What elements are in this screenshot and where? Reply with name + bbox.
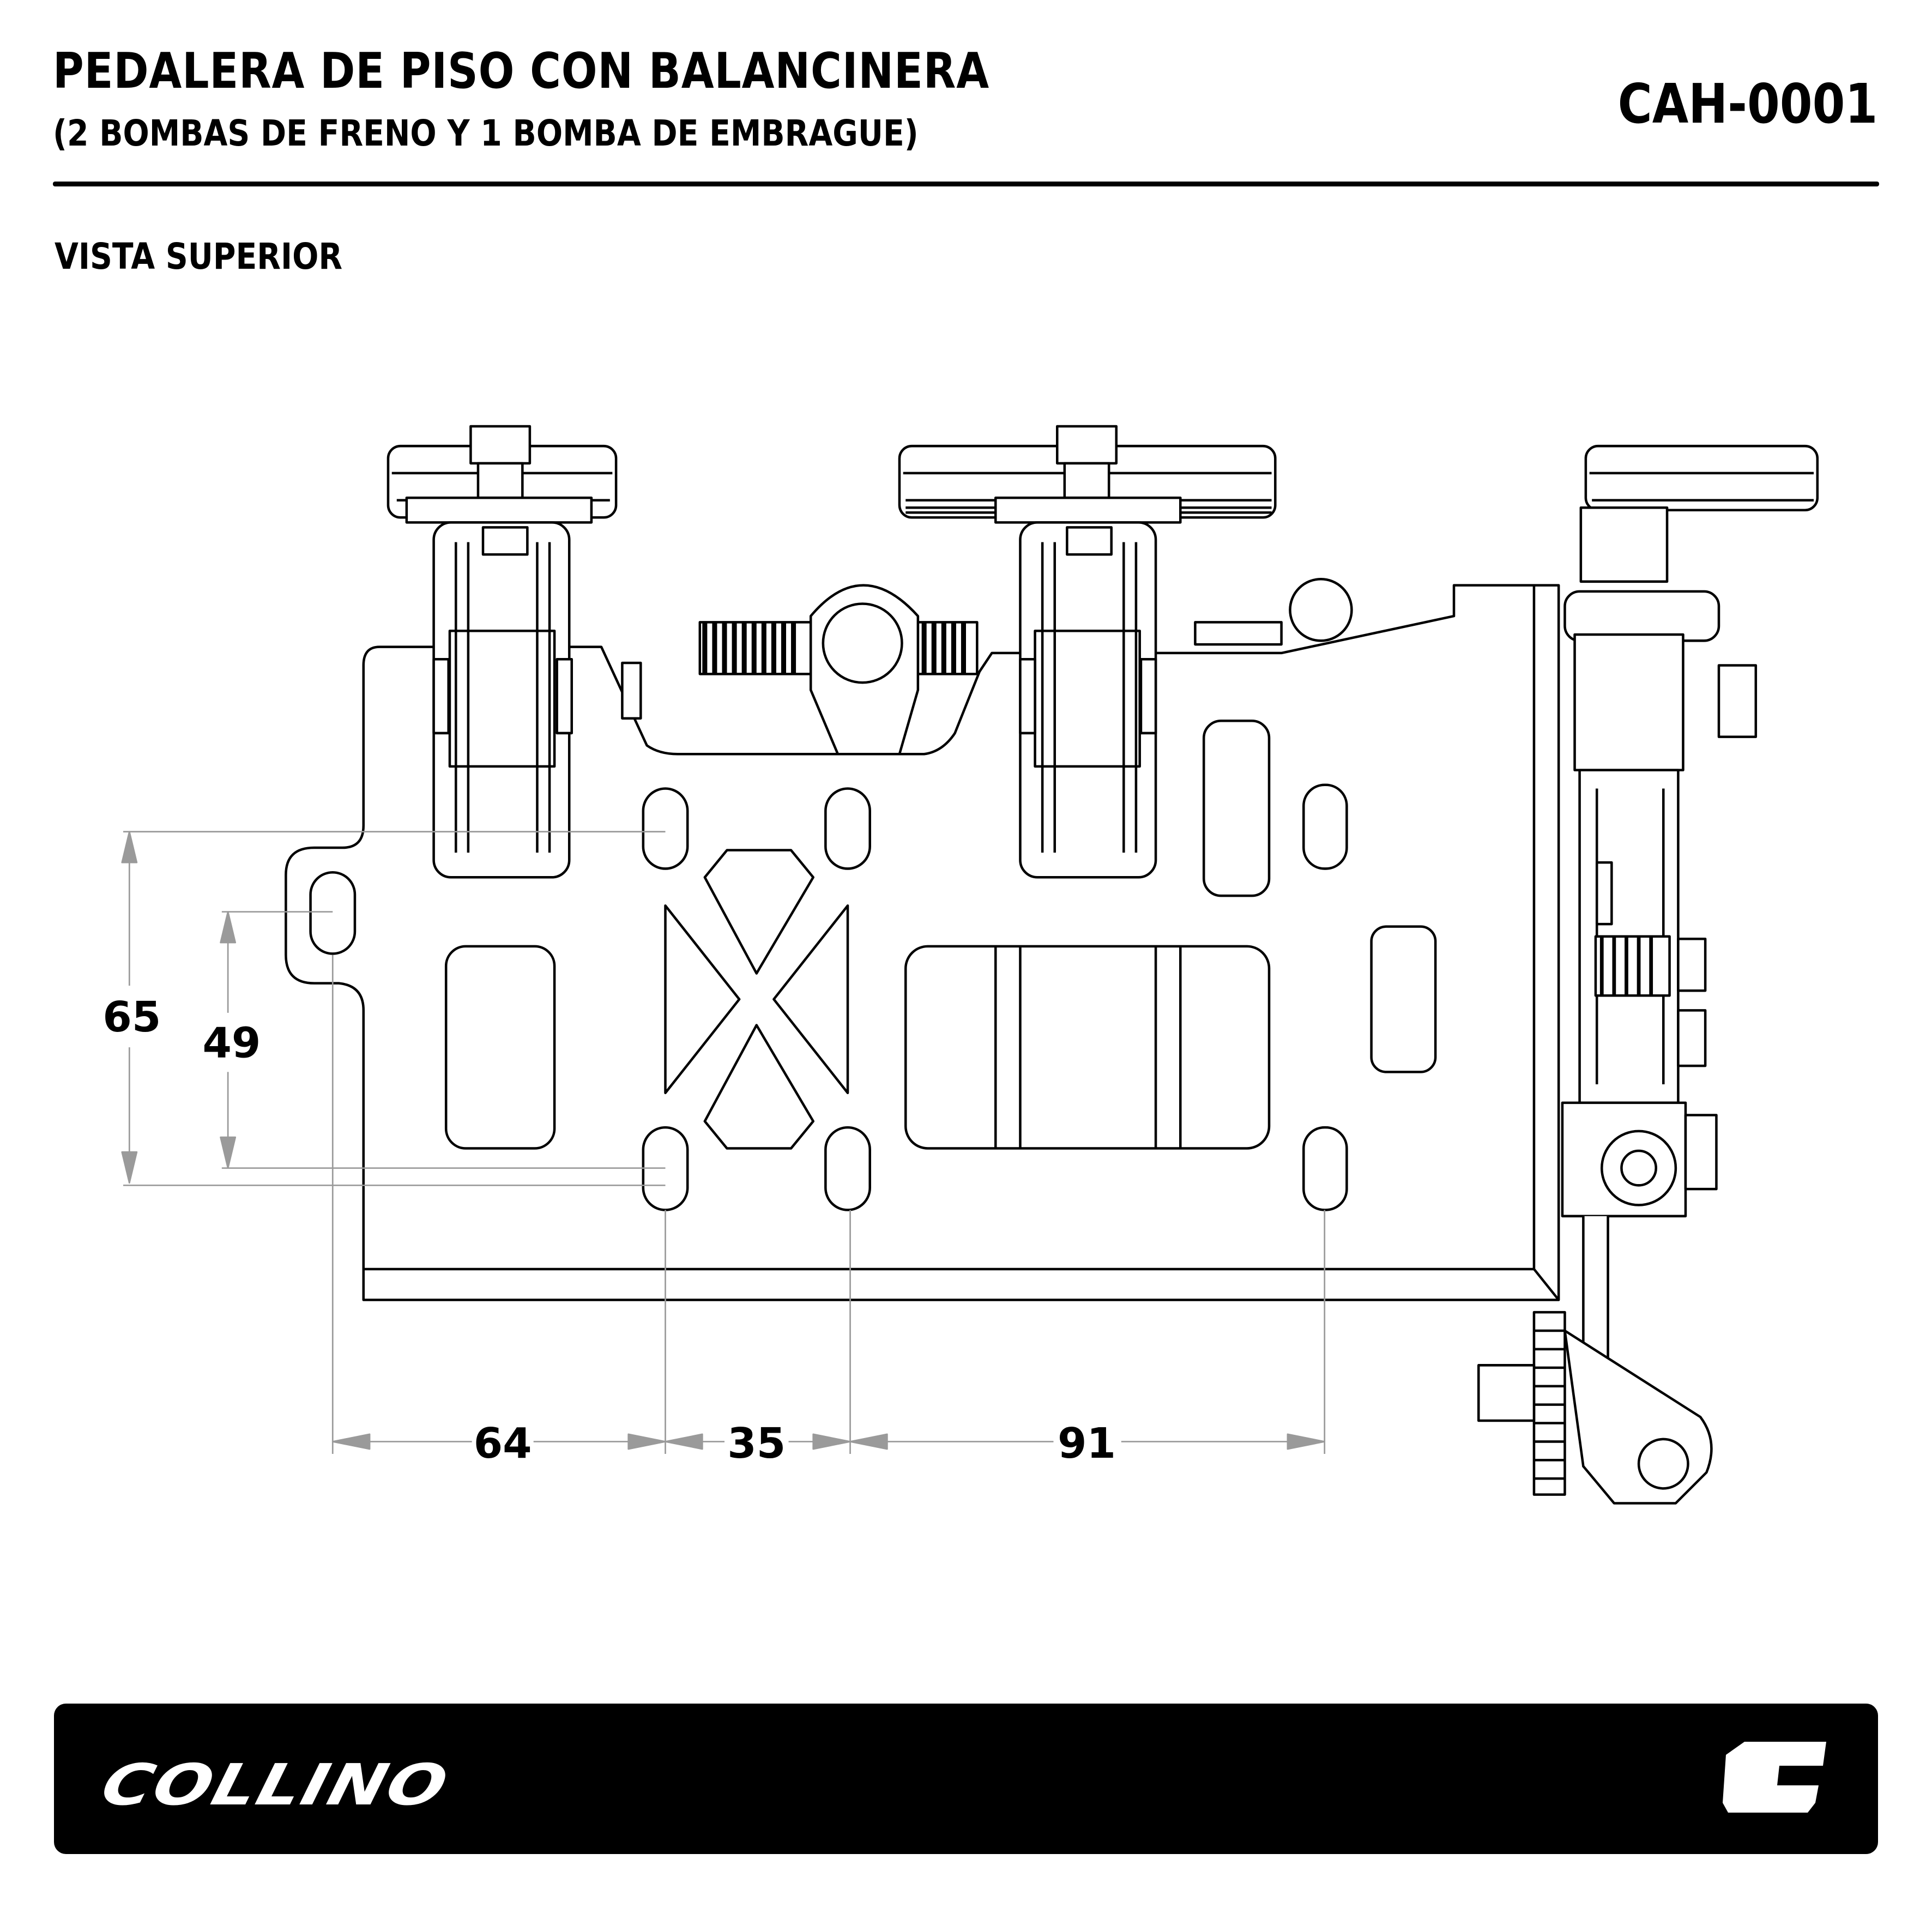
- drawing-title: PEDALERA DE PISO CON BALANCINERA: [53, 43, 989, 100]
- part-code: CAH-0001: [1617, 72, 1877, 136]
- dim-49: 49: [202, 1019, 261, 1067]
- dim-35: 35: [727, 1420, 786, 1468]
- dim-64: 64: [474, 1420, 532, 1468]
- drawing-subtitle: (2 BOMBAS DE FRENO Y 1 BOMBA DE EMBRAGUE…: [53, 112, 919, 154]
- brake-pedal-left: [387, 425, 642, 879]
- base-plate: [285, 584, 1560, 1301]
- clutch-pedal: [1477, 444, 1819, 1505]
- dim-91: 91: [1058, 1420, 1116, 1468]
- footer-bar: [54, 1704, 1878, 1854]
- header-divider: [53, 182, 1879, 186]
- brake-pedal-right: [898, 425, 1277, 879]
- plate-flange: [363, 585, 1560, 1301]
- dimension-lines: [121, 831, 1326, 1454]
- x-cutout: [664, 849, 849, 1150]
- collino-logo: COLLINO: [94, 1752, 456, 1818]
- view-label: VISTA SUPERIOR: [55, 236, 343, 277]
- collino-c-mark-icon: [1723, 1742, 1826, 1813]
- balancer-bar: [698, 578, 1353, 756]
- dim-65: 65: [102, 993, 161, 1042]
